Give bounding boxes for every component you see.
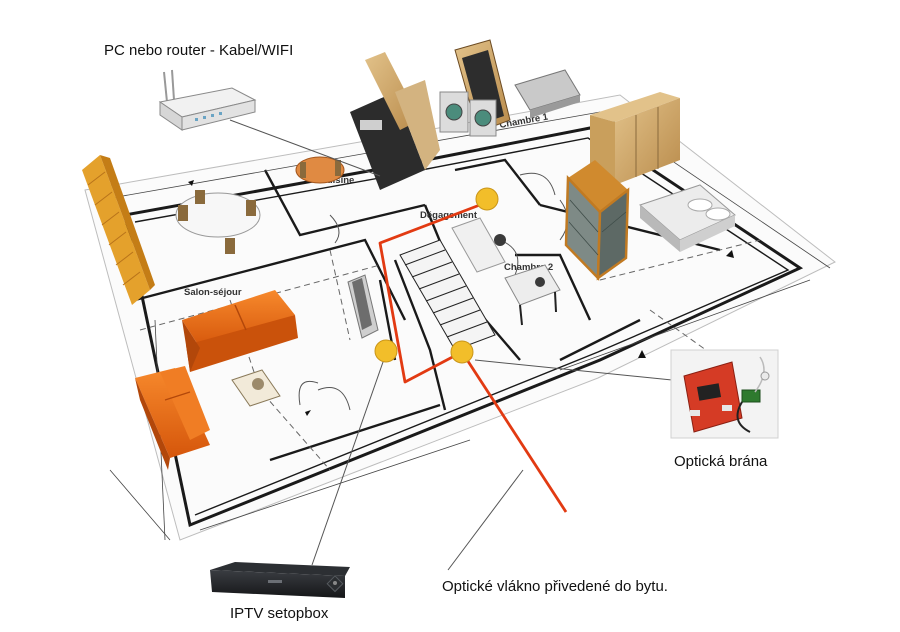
- fiber-incoming-cable: [460, 351, 568, 513]
- room-label-cuisine: Cuisine: [320, 175, 354, 186]
- dining-table: [175, 190, 261, 254]
- leader-lines: [229, 119, 673, 571]
- tv-unit: [347, 274, 379, 339]
- sofa-side: [135, 366, 210, 470]
- kitchen-units: [350, 52, 440, 190]
- fridge-and-washers: [439, 39, 511, 137]
- plan-arrows: [188, 180, 734, 416]
- wardrobe: [590, 92, 680, 185]
- connection-node-gateway: [450, 340, 474, 364]
- gateway-caption: Optická brána: [674, 453, 768, 470]
- leader-fiber: [447, 469, 524, 571]
- connection-node-tv: [374, 339, 398, 363]
- connection-node-degagement: [475, 187, 499, 211]
- leader-setopbox: [311, 361, 384, 566]
- double-bed: [639, 184, 736, 252]
- leader-router: [229, 119, 381, 177]
- room-label-salon: Salon-séjour: [184, 287, 242, 298]
- coffee-table: [231, 369, 281, 407]
- optical-gateway-board-icon: [670, 349, 779, 439]
- fiber-route: [378, 201, 568, 513]
- desk-area: [451, 217, 561, 326]
- router-caption: PC nebo router - Kabel/WIFI: [104, 42, 294, 59]
- fiber-indoor-path: [378, 201, 486, 384]
- staircase: [399, 239, 496, 351]
- setopbox-caption: IPTV setopbox: [230, 605, 329, 622]
- sofa-main: [182, 290, 298, 372]
- kitchen-table: [295, 156, 345, 184]
- brick-wall: [82, 155, 155, 305]
- bed-chambre1: [514, 69, 581, 118]
- leader-gateway: [474, 359, 673, 381]
- glass-cabinet: [564, 160, 630, 281]
- fiber-caption: Optické vlákno přivedené do bytu.: [442, 578, 668, 595]
- room-label-chambre2: Chambre 2: [504, 262, 553, 273]
- wifi-router-icon: [158, 69, 257, 131]
- iptv-setopbox-icon: [210, 562, 350, 598]
